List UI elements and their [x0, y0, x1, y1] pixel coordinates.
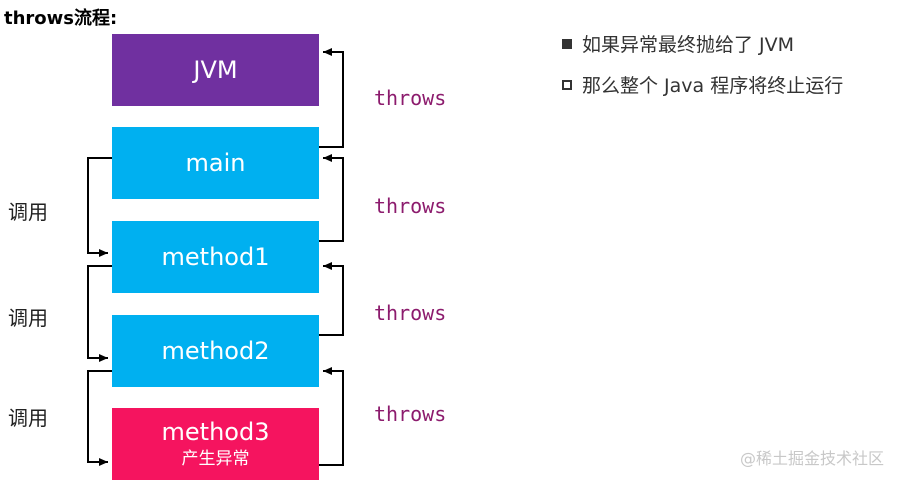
call-arrow-method2-to-method3: [87, 370, 112, 466]
throws-arrow-method2-to-method1: [319, 262, 344, 336]
bullet-row-terminate: 那么整个 Java 程序将终止运行: [562, 71, 843, 98]
throws-label-method1: throws: [374, 301, 447, 325]
throws-label-main: throws: [374, 194, 447, 218]
diagram-title: throws流程:: [4, 8, 118, 29]
call-label-method2-method3: 调用: [8, 406, 48, 430]
method2-box: method2: [112, 315, 319, 387]
filled-square-bullet-icon: [562, 38, 572, 49]
method1-box: method1: [112, 221, 319, 293]
main-box: main: [112, 127, 319, 199]
call-arrow-method1-to-method2: [87, 265, 112, 362]
throws-label-jvm: throws: [374, 86, 447, 110]
bullet-text-jvm: 如果异常最终抛给了 JVM: [582, 34, 795, 56]
method1-box-label: method1: [161, 243, 270, 271]
throws-arrow-method3-to-method2: [319, 367, 344, 466]
call-label-main-method1: 调用: [8, 200, 48, 224]
jvm-box-label: JVM: [193, 56, 238, 84]
hollow-square-bullet-icon: [562, 79, 572, 90]
jvm-box: JVM: [112, 34, 319, 106]
call-label-method1-method2: 调用: [8, 306, 48, 330]
main-box-label: main: [185, 149, 246, 177]
throws-label-method2: throws: [374, 402, 447, 426]
bullet-text-terminate: 那么整个 Java 程序将终止运行: [582, 75, 844, 97]
method3-box: method3 产生异常: [112, 408, 319, 480]
method2-box-label: method2: [161, 337, 270, 365]
throws-arrow-method1-to-main: [319, 154, 344, 242]
call-arrow-main-to-method1: [87, 157, 112, 257]
method3-box-label: method3: [161, 418, 270, 446]
method3-box-sublabel: 产生异常: [181, 449, 250, 469]
throws-arrow-main-to-jvm: [319, 48, 344, 148]
bullet-row-jvm: 如果异常最终抛给了 JVM: [562, 30, 794, 57]
watermark: @稀土掘金技术社区: [740, 449, 885, 468]
